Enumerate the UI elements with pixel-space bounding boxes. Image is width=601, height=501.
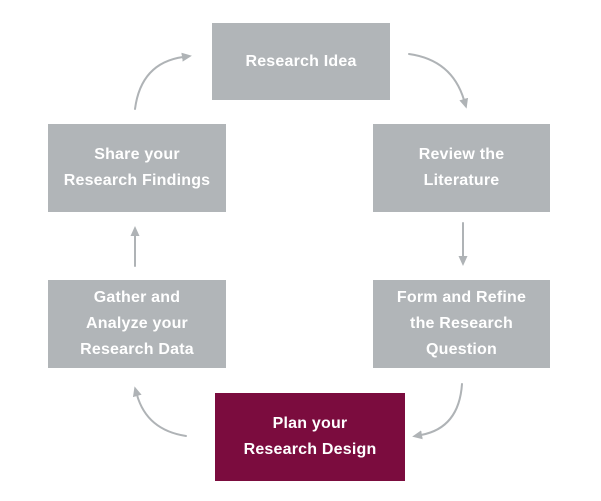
curved-arrow-share-to-idea [134,52,192,110]
step-box-form-refine-question: Form and Refine the Research Question [373,280,550,368]
step-box-gather-analyze-data: Gather and Analyze your Research Data [48,280,226,368]
step-label-line: Literature [423,172,500,189]
step-label-line: Research Idea [245,52,357,70]
step-label-line: the Research [410,315,513,332]
step-box-research-idea: Research Idea [212,23,390,100]
step-box-review-literature: Review the Literature [373,124,550,212]
step-label-line: Share your [94,146,180,163]
curved-arrow-idea-to-review [408,53,469,109]
step-label-line: Plan your [272,415,348,432]
step-label-line: Question [426,341,497,358]
step-label-line: Research Design [243,441,377,458]
step-box-share-findings: Share your Research Findings [48,124,226,212]
step-label-line: Form and Refine [396,289,527,306]
step-label-line: Review the [418,146,505,163]
step-label-line: Gather and [93,289,181,306]
curved-arrow-plan-to-gather [132,386,187,437]
step-label-line: Analyze your [86,315,188,332]
step-label-line: Research Findings [63,172,211,189]
step-label-line: Research Data [80,341,194,358]
curved-arrow-question-to-plan [412,383,463,440]
step-box-plan-research-design: Plan your Research Design [215,393,405,481]
